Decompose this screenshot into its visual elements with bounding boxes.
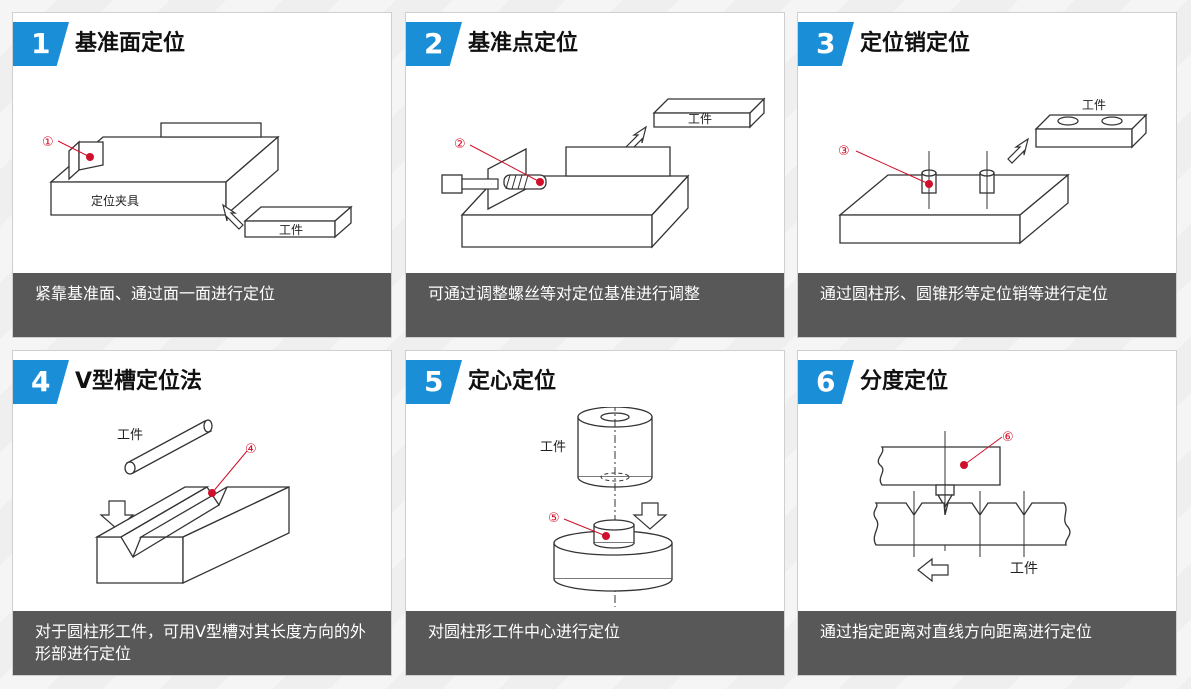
card-caption: 通过圆柱形、圆锥形等定位销等进行定位 xyxy=(798,273,1176,337)
base-plate xyxy=(838,173,1070,245)
card-caption: 通过指定距离对直线方向距离进行定位 xyxy=(798,611,1176,675)
illustration-datum-point: 工件 ② xyxy=(441,97,766,249)
workpiece-label: 工件 xyxy=(1082,98,1106,112)
illustration-centering: 工件 ⑤ xyxy=(540,407,673,607)
fixture-plate xyxy=(460,146,690,249)
workpiece-label: 工件 xyxy=(1010,561,1038,577)
indexed-workpiece xyxy=(873,502,1071,546)
marker-label: ⑤ xyxy=(548,511,560,526)
card-number-badge: 3 xyxy=(798,22,854,66)
cylinder-workpiece xyxy=(124,419,213,475)
card-caption: 对于圆柱形工件，可用V型槽对其长度方向的外形部进行定位 xyxy=(13,611,391,675)
card-datum-plane: 1 基准面定位 ① 定位夹具 工件 紧靠基准面、通过面一面进行定位 xyxy=(12,12,392,338)
screw-head xyxy=(441,174,463,194)
card-title: 基准点定位 xyxy=(468,31,579,56)
workpiece-block xyxy=(243,205,353,239)
marker-label: ④ xyxy=(245,442,257,457)
card-caption: 紧靠基准面、通过面一面进行定位 xyxy=(13,273,391,337)
marker-label: ② xyxy=(454,137,466,152)
marker-label: ⑥ xyxy=(1002,430,1014,445)
card-caption: 对圆柱形工件中心进行定位 xyxy=(406,611,784,675)
fixture-label: 定位夹具 xyxy=(91,193,139,208)
card-title: 定心定位 xyxy=(468,369,557,394)
workpiece-plate xyxy=(1034,113,1148,149)
workpiece-block xyxy=(652,97,766,129)
workpiece-label: 工件 xyxy=(279,223,303,237)
card-caption: 可通过调整螺丝等对定位基准进行调整 xyxy=(406,273,784,337)
card-indexing: 6 分度定位 ⑥ 工件 通过指定距离对直线方向距离进行定位 xyxy=(797,350,1177,676)
arrow-icon xyxy=(1007,137,1029,164)
indexing-head xyxy=(877,446,1001,509)
illustration-v-groove: 工件 ④ xyxy=(94,419,290,585)
workpiece-label: 工件 xyxy=(540,440,566,455)
card-locating-pin: 3 定位销定位 工件 ③ 通过圆柱形、圆锥形等定位销等进行定位 xyxy=(797,12,1177,338)
arrow-left-icon xyxy=(917,557,949,583)
illustration-locating-pin: 工件 ③ xyxy=(838,98,1148,245)
card-centering: 5 定心定位 工件 ⑤ 对圆柱形工件中心进行定位 xyxy=(405,350,785,676)
workpiece-label: 工件 xyxy=(688,112,712,126)
centering-base xyxy=(553,519,673,592)
card-title: 定位销定位 xyxy=(860,31,971,56)
card-title: V型槽定位法 xyxy=(75,369,203,394)
arrow-icon xyxy=(222,203,244,230)
workpiece-label: 工件 xyxy=(117,428,143,443)
arrow-down-icon xyxy=(632,502,668,530)
marker-label: ① xyxy=(42,135,54,150)
marker-label: ③ xyxy=(838,144,850,159)
illustration-indexing: ⑥ 工件 xyxy=(873,430,1071,583)
v-block xyxy=(94,485,290,585)
card-number-badge: 6 xyxy=(798,360,854,404)
card-number-badge: 1 xyxy=(13,22,69,66)
card-datum-point: 2 基准点定位 工件 ② 可通过调整螺丝等对定位基准进行调整 xyxy=(405,12,785,338)
card-v-groove: 4 V型槽定位法 工件 ④ 对于圆柱形工件，可用V型槽对其长度方向的外形部进行定… xyxy=(12,350,392,676)
card-number-badge: 2 xyxy=(406,22,462,66)
card-title: 分度定位 xyxy=(860,369,949,394)
card-number-badge: 4 xyxy=(13,360,69,404)
illustration-datum-plane: ① 定位夹具 工件 xyxy=(42,122,353,239)
card-number-badge: 5 xyxy=(406,360,462,404)
fixture-plate xyxy=(49,122,280,217)
card-title: 基准面定位 xyxy=(75,31,186,56)
